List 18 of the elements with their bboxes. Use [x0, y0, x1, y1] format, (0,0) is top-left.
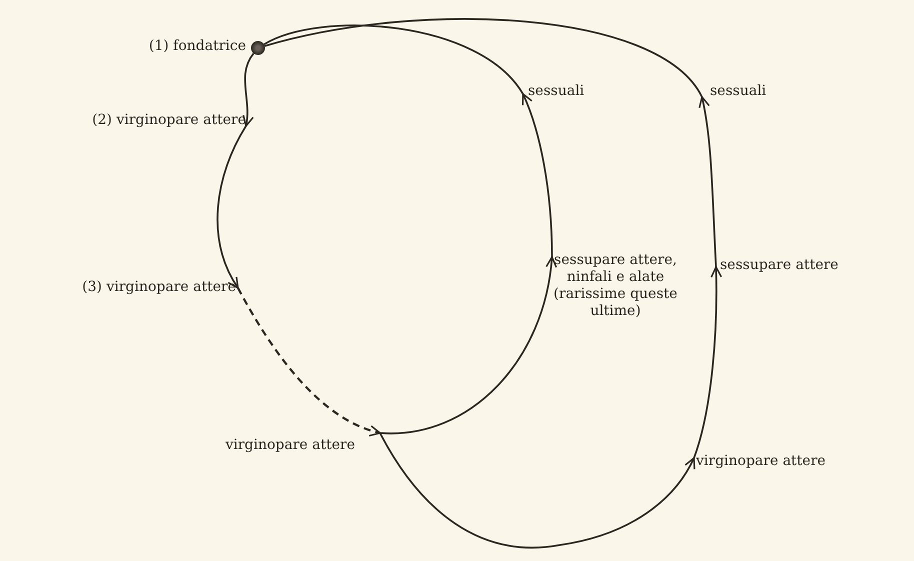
stage-label: sessuali: [710, 83, 766, 99]
stage-label: sessupare attere: [720, 257, 838, 273]
cycle-arrow: [693, 266, 722, 458]
stage-label: (3) virginopare attere: [82, 279, 236, 295]
stage-label: (1) fondatrice: [148, 38, 246, 55]
cycle-arrow: [237, 287, 381, 436]
cycle-arrow: [379, 432, 695, 548]
egg-dot: [251, 41, 265, 55]
cycle-arrow: [380, 256, 557, 434]
cycle-arrow: [242, 52, 254, 127]
cycle-arrow: [522, 93, 553, 258]
cycle-arrow: [216, 126, 247, 289]
stage-label: (rarissime queste ultime): [553, 286, 678, 320]
stage-label: sessuali: [528, 83, 584, 99]
stage-label: virginopare attere: [696, 453, 826, 469]
cycle-arrow: [698, 96, 717, 268]
stage-label: sessupare attere, ninfali e alate: [553, 252, 678, 286]
stage-label: virginopare attere: [225, 437, 355, 453]
